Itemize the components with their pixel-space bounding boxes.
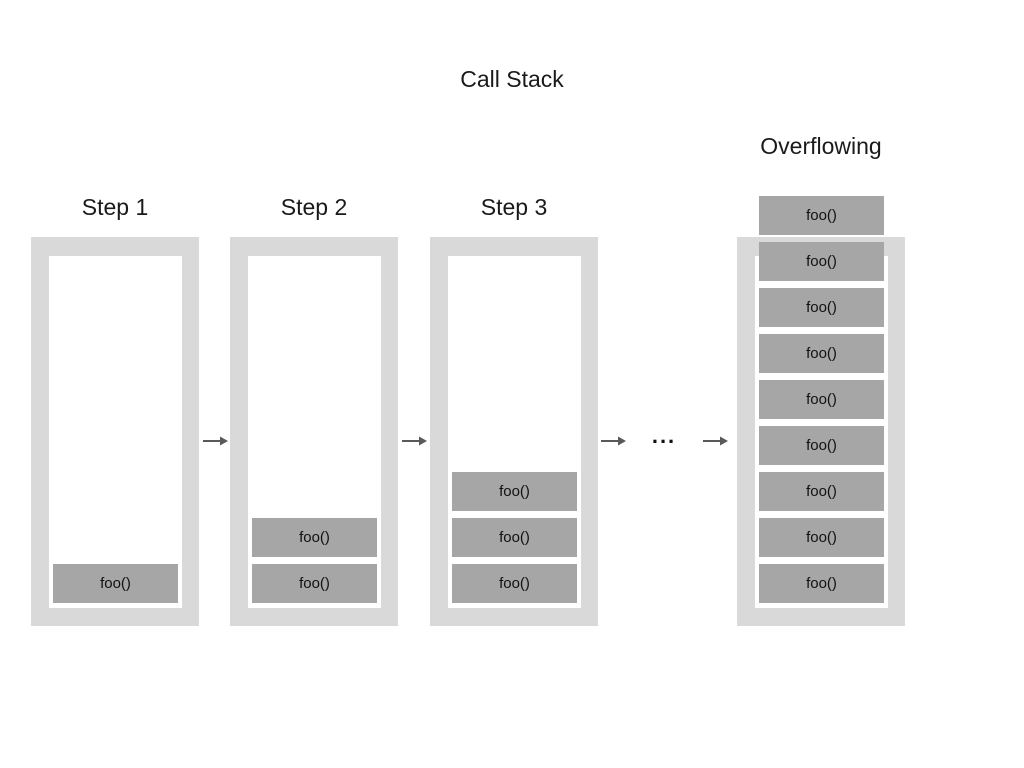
column-label: Step 2 bbox=[280, 194, 348, 220]
call-frame-block: foo() bbox=[759, 564, 884, 603]
call-frame-block: foo() bbox=[759, 426, 884, 465]
stack-inner: foo() bbox=[49, 256, 182, 608]
block-stack: foo() bbox=[53, 564, 178, 603]
stack-frame: foo() foo() bbox=[230, 237, 398, 626]
block-stack: foo() foo() bbox=[252, 518, 377, 603]
stack-column-step-1: Step 1 foo() bbox=[31, 0, 199, 768]
arrow-right-icon bbox=[703, 434, 729, 446]
stack-inner: foo() foo() foo() bbox=[448, 256, 581, 608]
ellipsis: ... bbox=[651, 423, 677, 448]
call-frame-block: foo() bbox=[759, 242, 884, 281]
arrow-right-icon bbox=[601, 434, 627, 446]
block-stack: foo() foo() foo() bbox=[452, 472, 577, 603]
call-frame-block: foo() bbox=[452, 564, 577, 603]
call-frame-block: foo() bbox=[252, 518, 377, 557]
stack-column-step-2: Step 2 foo() foo() bbox=[230, 0, 398, 768]
block-stack: foo() foo() foo() foo() foo() foo() foo(… bbox=[759, 196, 884, 603]
stack-frame: foo() foo() foo() bbox=[430, 237, 598, 626]
column-label: Step 1 bbox=[81, 194, 149, 220]
call-frame-block: foo() bbox=[759, 518, 884, 557]
call-frame-block: foo() bbox=[759, 196, 884, 235]
stack-frame: foo() bbox=[31, 237, 199, 626]
stack-inner: foo() foo() foo() foo() foo() foo() foo(… bbox=[755, 196, 888, 608]
call-frame-block: foo() bbox=[452, 472, 577, 511]
diagram-title: Call Stack bbox=[460, 66, 564, 92]
stack-column-overflowing: Overflowing foo() foo() foo() foo() foo(… bbox=[737, 0, 905, 768]
arrow-right-icon bbox=[402, 434, 428, 446]
column-label: Overflowing bbox=[760, 133, 882, 159]
call-frame-block: foo() bbox=[252, 564, 377, 603]
call-frame-block: foo() bbox=[759, 472, 884, 511]
arrow-right-icon bbox=[203, 434, 229, 446]
stack-frame: foo() foo() foo() foo() foo() foo() foo(… bbox=[737, 196, 905, 626]
call-frame-block: foo() bbox=[452, 518, 577, 557]
call-frame-block: foo() bbox=[53, 564, 178, 603]
stack-inner: foo() foo() bbox=[248, 256, 381, 608]
call-frame-block: foo() bbox=[759, 380, 884, 419]
call-frame-block: foo() bbox=[759, 334, 884, 373]
call-frame-block: foo() bbox=[759, 288, 884, 327]
column-label: Step 3 bbox=[480, 194, 548, 220]
stack-column-step-3: Step 3 foo() foo() foo() bbox=[430, 0, 598, 768]
